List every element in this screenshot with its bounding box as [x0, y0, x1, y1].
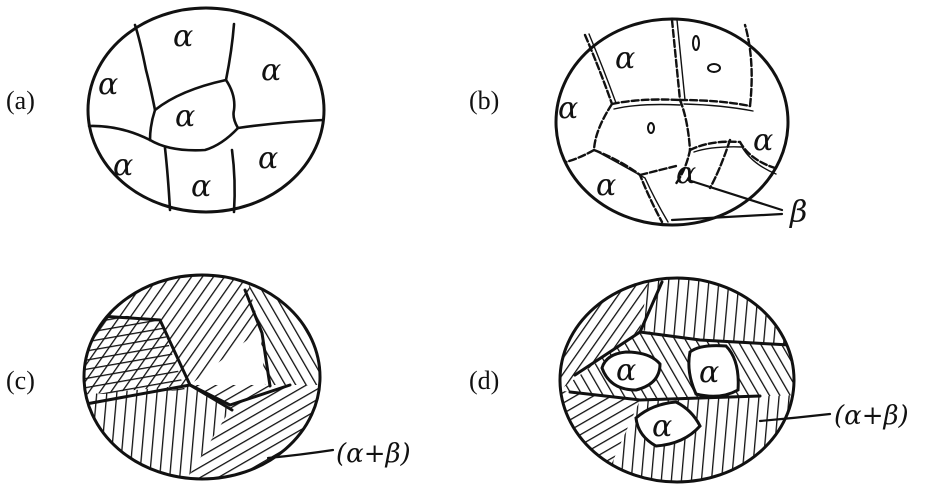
alpha-b2: α [558, 91, 578, 126]
circle-a [86, 6, 326, 214]
beta-boundaries-b [564, 18, 777, 224]
circle-d [558, 276, 796, 484]
alpha-a3: α [261, 53, 281, 88]
alpha-b1: α [615, 41, 635, 76]
panel-c: (α+β) [82, 273, 411, 481]
primary-alpha-grains [600, 344, 740, 448]
panel-label-b: (b) [469, 86, 500, 115]
colony-boundaries-c [84, 288, 292, 412]
alpha-b5: α [676, 156, 696, 191]
panel-label-a: (a) [6, 86, 35, 115]
beta-island-1 [692, 35, 700, 51]
mixture-label-d: (α+β) [834, 401, 909, 431]
mixture-label-c: (α+β) [336, 439, 411, 469]
circle-c [82, 273, 322, 481]
mixture-pointer-c [266, 448, 335, 460]
alpha-a4: α [175, 99, 195, 134]
alpha-grain-d2 [687, 344, 740, 398]
alpha-b4: α [596, 168, 616, 203]
alpha-a2: α [98, 67, 118, 102]
panel-d: α α α (α+β) [558, 276, 909, 484]
alpha-b3: α [753, 123, 773, 158]
panel-b: α α α α α β [554, 17, 807, 230]
alpha-grain-d3 [634, 400, 702, 448]
beta-boundaries-b-outline [588, 19, 777, 223]
beta-island-2 [707, 63, 721, 73]
grain-boundaries-a [87, 22, 325, 214]
panel-label-d: (d) [469, 366, 500, 395]
alpha-d1: α [616, 353, 636, 388]
alpha-a7: α [258, 141, 278, 176]
panel-a: α α α α α α α [86, 6, 326, 214]
panel-label-c: (c) [6, 366, 35, 395]
beta-island-3 [647, 122, 655, 134]
beta-label: β [789, 195, 807, 230]
alpha-a1: α [173, 19, 193, 54]
alpha-a6: α [191, 169, 211, 204]
alpha-d3: α [652, 409, 672, 444]
alpha-a5: α [113, 148, 133, 183]
mixture-pointer-d [758, 412, 832, 423]
beta-pointer-lines [670, 178, 784, 222]
colony-c3 [84, 310, 185, 395]
alpha-d2: α [699, 355, 719, 390]
alpha-grain-d1 [600, 350, 662, 392]
